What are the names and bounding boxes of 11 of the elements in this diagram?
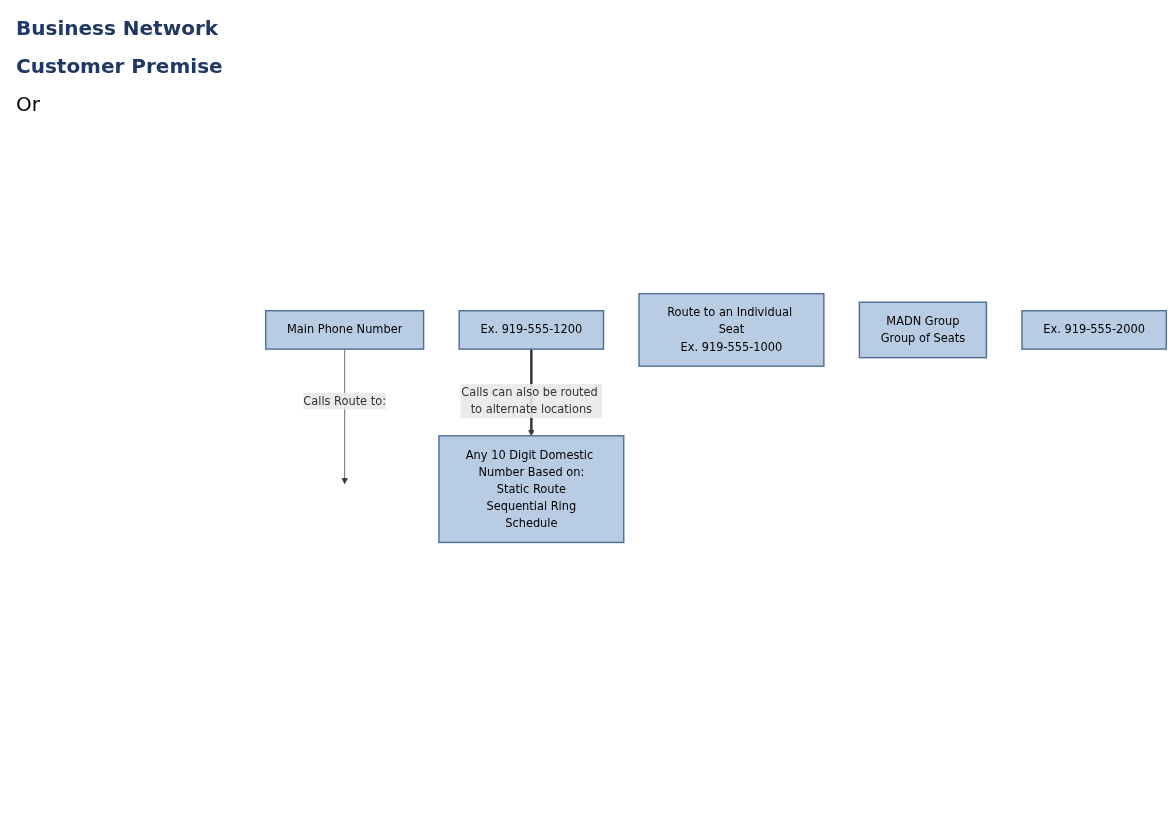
- section-heading: Business Network: [16, 16, 220, 40]
- note-text: Or: [16, 92, 41, 116]
- node-box: Route to an Individual Seat Ex. 919-555-1000: [638, 292, 825, 367]
- edge-label: Calls can also be routed to alternate locations: [461, 385, 598, 416]
- node-box: Ex. 919-555-1200: [458, 309, 605, 350]
- node-box: Ex. 919-555-2000: [1021, 309, 1167, 350]
- node-box: Any 10 Digit Domestic Number Based on: Static Route Sequential Ring Schedule: [438, 435, 625, 544]
- section-heading: Customer Premise: [16, 54, 224, 78]
- node-box: Main Phone Number: [265, 309, 425, 350]
- edge-label: Calls Route to:: [303, 393, 386, 408]
- node-box: MADN Group Group of Seats: [858, 301, 988, 359]
